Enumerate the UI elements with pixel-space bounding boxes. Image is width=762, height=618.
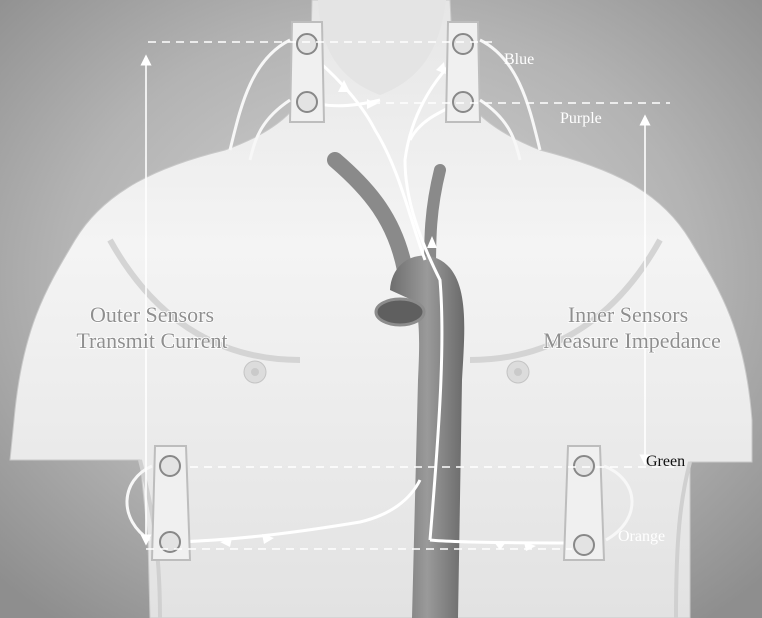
outer-sensors-line1: Outer Sensors (90, 302, 214, 327)
inner-sensors-line1: Inner Sensors (568, 302, 688, 327)
outer-sensors-line2: Transmit Current (76, 328, 227, 353)
orange-label: Orange (618, 528, 665, 545)
aortic-root (376, 299, 424, 325)
inner-sensors-line2: Measure Impedance (543, 328, 721, 353)
blue-label: Blue (504, 51, 534, 68)
green-label: Green (646, 453, 685, 470)
purple-label: Purple (560, 110, 602, 127)
